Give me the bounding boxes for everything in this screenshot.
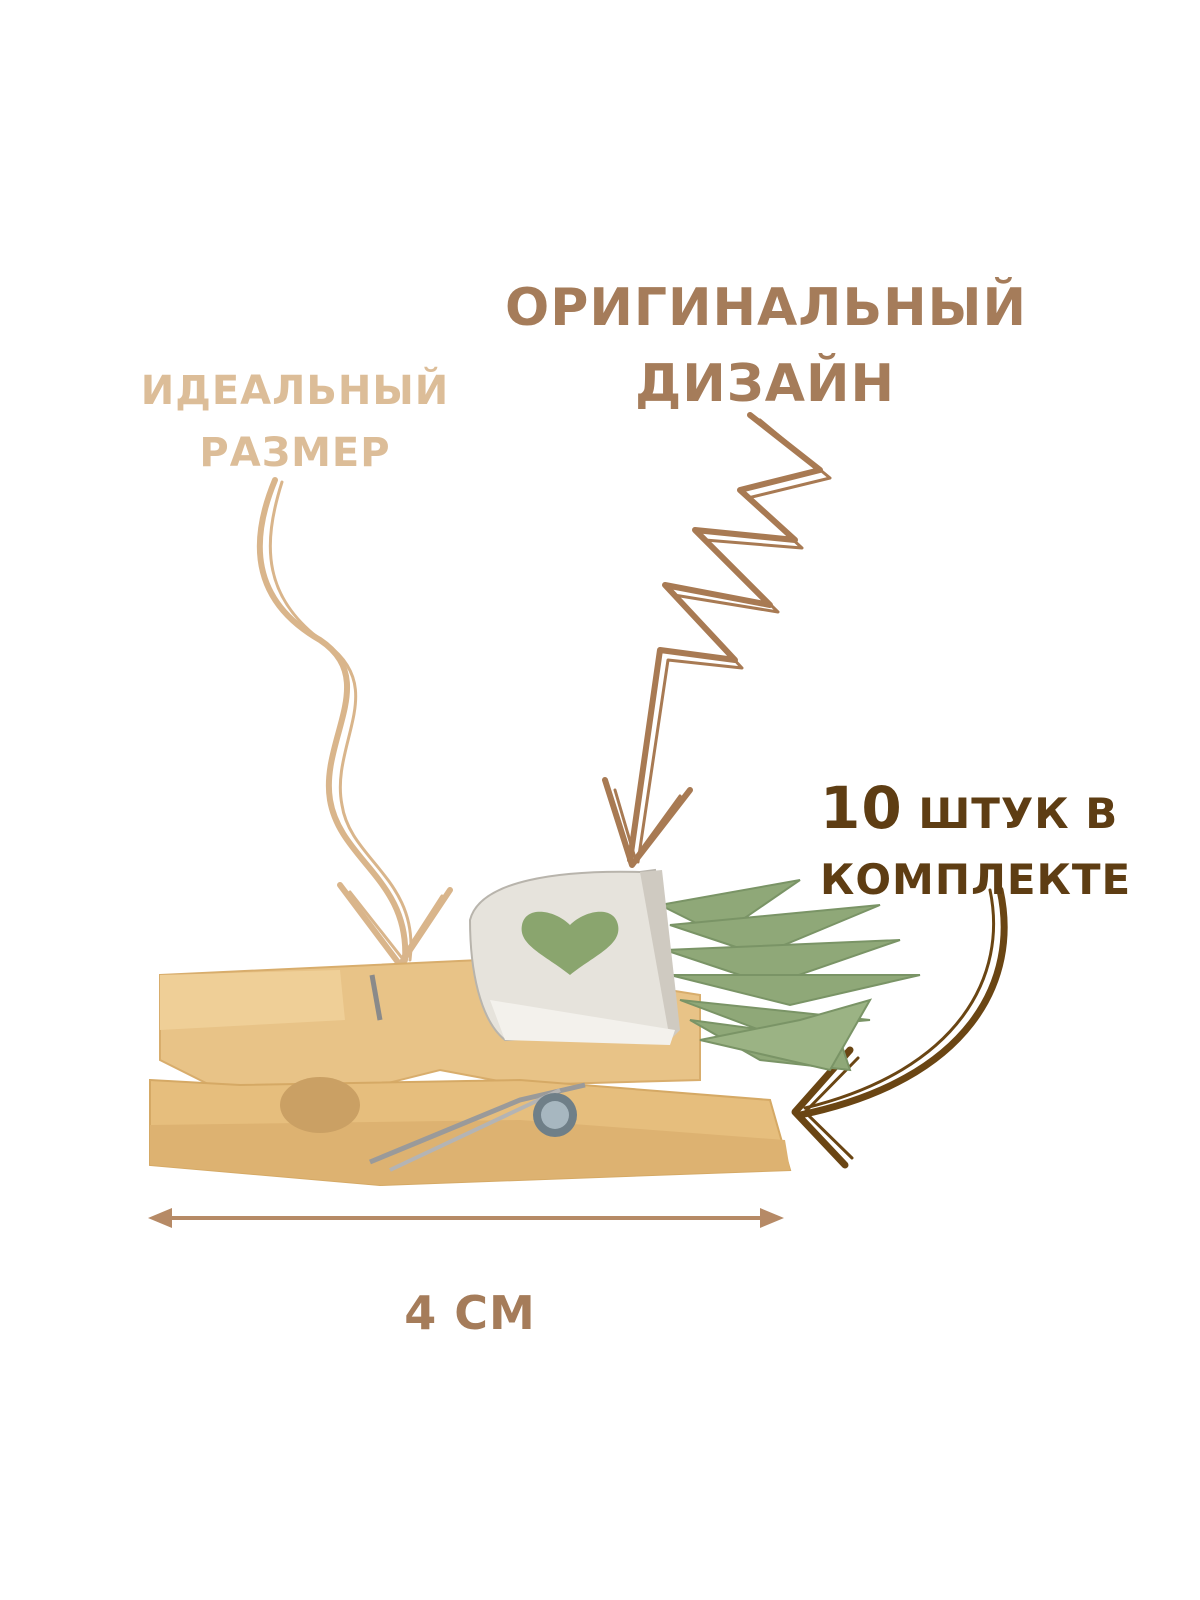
heart-icon — [521, 911, 619, 975]
count-line-1: 10 ШТУК В — [820, 775, 1120, 847]
original-design-label: ОРИГИНАЛЬНЫЙ ДИЗАЙН — [505, 270, 1027, 422]
size-label: 4 СМ — [404, 1286, 536, 1340]
ideal-size-line-1: ИДЕАЛЬНЫЙ — [140, 368, 450, 414]
count-arrow — [791, 886, 1008, 1169]
count-unit: ШТУК В — [902, 789, 1119, 838]
plant-pot-icon — [468, 868, 921, 1072]
original-design-line-2: ДИЗАЙН — [634, 354, 896, 414]
size-dimension-line — [148, 1208, 784, 1228]
count-number: 10 — [820, 774, 903, 842]
ideal-size-label: ИДЕАЛЬНЫЙ РАЗМЕР — [130, 360, 460, 484]
design-arrow — [602, 412, 832, 868]
ideal-size-line-2: РАЗМЕР — [199, 430, 391, 476]
count-label: 10 ШТУК В КОМПЛЕКТЕ — [820, 775, 1132, 913]
count-line-2: КОМПЛЕКТЕ — [820, 855, 1132, 904]
spring-icon — [533, 1093, 577, 1137]
wooden-clothespin-icon — [149, 958, 792, 1187]
ideal-size-arrow — [256, 477, 453, 968]
original-design-line-1: ОРИГИНАЛЬНЫЙ — [505, 278, 1027, 338]
